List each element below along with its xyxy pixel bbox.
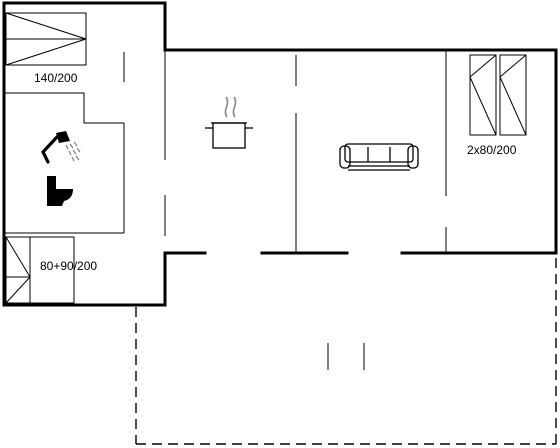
cooking-pot-icon xyxy=(205,96,253,149)
sofa-icon xyxy=(339,143,419,171)
toilet-icon xyxy=(47,176,73,206)
terrace-outline xyxy=(135,255,557,445)
bed-label-top-left: 140/200 xyxy=(34,71,78,85)
bed-label-right: 2x80/200 xyxy=(467,143,517,157)
double-bed-icon xyxy=(5,12,87,66)
interior-walls xyxy=(4,50,447,253)
exterior-walls xyxy=(2,1,558,307)
bed-label-bottom-left: 80+90/200 xyxy=(40,259,97,273)
shower-icon xyxy=(41,131,81,164)
bunk-bed-icon xyxy=(5,236,75,304)
twin-beds-icon xyxy=(469,54,527,136)
